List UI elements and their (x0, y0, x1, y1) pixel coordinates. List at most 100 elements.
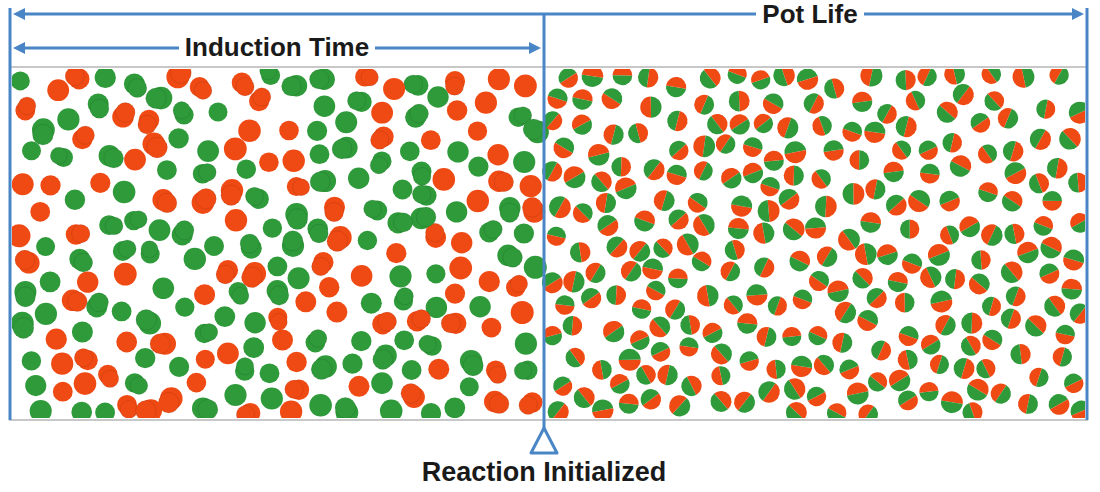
particle (124, 149, 146, 171)
particle-body (65, 69, 84, 86)
particle-half (822, 79, 837, 101)
reacted-particle (937, 223, 962, 248)
particle-half (928, 289, 952, 304)
particle-half (695, 285, 709, 308)
particle (263, 218, 282, 237)
reacted-particle (696, 69, 725, 93)
particle-body (396, 288, 413, 305)
particle-half (579, 241, 592, 263)
reacted-particle (591, 359, 614, 382)
particle-half (853, 183, 864, 205)
particle (479, 271, 500, 292)
particle-body (261, 387, 283, 409)
particle-body (124, 149, 146, 171)
particle-half (749, 69, 770, 83)
particle-half (922, 339, 944, 358)
reacted-particle (569, 241, 592, 264)
particle-body (12, 224, 31, 247)
particle (209, 103, 228, 122)
reacted-particle (636, 385, 665, 414)
particle-half (640, 97, 651, 118)
reacted-particle (842, 183, 864, 205)
particle-body (444, 397, 465, 418)
particle-half (728, 69, 749, 78)
particle (50, 147, 73, 167)
particle (30, 400, 52, 418)
particle-half (582, 69, 605, 78)
particle-half (603, 84, 626, 104)
particle (12, 173, 34, 195)
particle-half (668, 268, 688, 279)
particle-half (781, 193, 804, 214)
particle (307, 121, 327, 141)
reacted-particle (639, 155, 668, 184)
particle-half (763, 150, 784, 162)
particle (99, 215, 123, 235)
particle-half (950, 133, 964, 154)
particle-body (447, 141, 468, 162)
particle-body (196, 350, 215, 369)
reacted-particle (803, 383, 829, 409)
particle-half (1003, 284, 1019, 306)
particle-half (576, 199, 597, 220)
reacted-particle (774, 114, 801, 141)
particle-half (570, 344, 589, 365)
particle-body (404, 75, 423, 94)
particle-half (1042, 191, 1062, 201)
particle-half (710, 366, 723, 387)
particle-half (784, 118, 801, 142)
particle-field (12, 69, 1085, 418)
particle-half (918, 381, 938, 393)
particle-body (18, 97, 36, 115)
particle (484, 391, 509, 414)
particle (310, 170, 336, 192)
particle-half (805, 227, 827, 239)
particle-body (400, 142, 420, 162)
particle (370, 152, 391, 174)
particle-half (731, 194, 754, 208)
particle (197, 140, 219, 162)
particle (446, 201, 467, 222)
reacted-particle (918, 381, 939, 402)
particle-half (755, 325, 769, 347)
particle-half (923, 69, 940, 89)
particle (152, 189, 177, 213)
particle-half (696, 70, 717, 93)
particle-half (618, 403, 639, 415)
reacted-particle (594, 191, 617, 214)
reacted-particle (754, 377, 784, 407)
particle-body (105, 217, 123, 235)
particle-half (703, 116, 723, 138)
reacted-particle (864, 178, 888, 202)
particle-body (383, 78, 405, 100)
particle (245, 187, 269, 209)
particle-half (583, 292, 605, 312)
particle (143, 133, 168, 158)
reacted-particle (815, 195, 838, 218)
particle-half (1056, 323, 1077, 337)
particle-half (547, 113, 567, 134)
particle (157, 160, 177, 180)
particle-half (971, 250, 982, 270)
particle-body (196, 188, 217, 209)
particle-half (834, 231, 856, 255)
reacted-particle (903, 88, 929, 114)
particle-body (90, 99, 109, 118)
reacted-particle (919, 163, 941, 185)
particle-body (489, 394, 509, 414)
particle-body (171, 69, 192, 83)
particle (460, 350, 483, 376)
reacted-particle (874, 242, 900, 268)
reacted-particle (545, 225, 568, 248)
reacted-particle (978, 326, 1006, 354)
particle-half (630, 307, 651, 321)
particle-body (479, 271, 500, 292)
reacted-particle (1011, 69, 1037, 90)
reacted-particle (845, 381, 871, 407)
reacted-particle (936, 188, 963, 215)
particle-body (260, 69, 277, 80)
particle (388, 212, 413, 233)
reacted-particle (765, 294, 790, 319)
particle-half (899, 260, 921, 277)
particle-half (665, 137, 686, 157)
